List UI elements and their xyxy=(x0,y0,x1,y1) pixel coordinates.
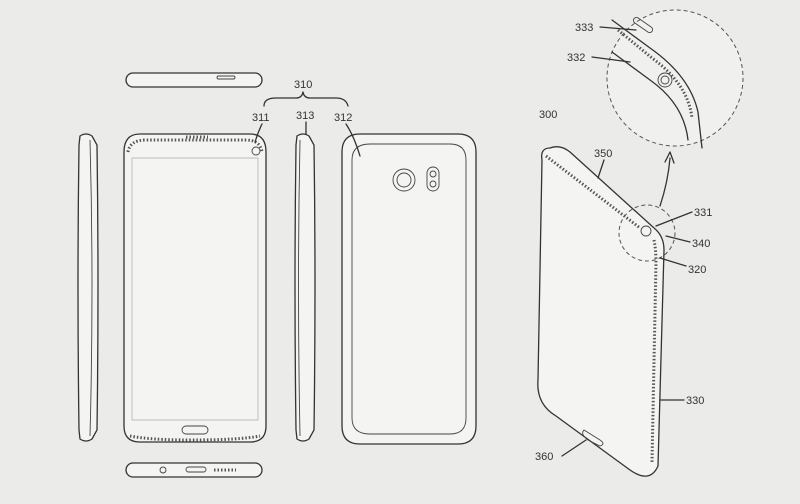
label-313: 313 xyxy=(296,110,314,122)
phone-left-side-view xyxy=(77,133,99,442)
leader-312 xyxy=(345,123,361,157)
label-340: 340 xyxy=(692,238,710,250)
label-331: 331 xyxy=(694,207,712,219)
leader-340 xyxy=(665,235,691,243)
leader-331 xyxy=(655,211,693,227)
leader-333 xyxy=(599,26,637,31)
phone-back-view xyxy=(341,133,477,445)
label-350: 350 xyxy=(594,148,612,160)
label-310: 310 xyxy=(294,79,312,91)
label-330: 330 xyxy=(686,395,704,407)
label-333: 333 xyxy=(575,22,593,34)
label-320: 320 xyxy=(688,264,706,276)
leader-332 xyxy=(591,56,631,63)
label-311: 311 xyxy=(252,112,270,124)
phone-right-side-view xyxy=(294,133,316,442)
label-360: 360 xyxy=(535,451,553,463)
magnified-detail xyxy=(606,9,744,149)
label-312: 312 xyxy=(334,112,352,124)
phone-perspective-view xyxy=(537,146,676,477)
leader-350 xyxy=(597,159,605,179)
phone-front-view xyxy=(123,133,267,443)
phone-top-edge-view xyxy=(125,72,263,88)
detail-callout-circle xyxy=(618,204,676,262)
detail-arrow xyxy=(659,157,671,207)
leader-320 xyxy=(659,257,687,267)
group-brace-310 xyxy=(263,91,349,107)
leader-311 xyxy=(254,123,263,143)
label-300: 300 xyxy=(539,109,557,121)
leader-360 xyxy=(561,439,587,457)
phone-bottom-edge-view xyxy=(125,462,263,478)
label-332: 332 xyxy=(567,52,585,64)
